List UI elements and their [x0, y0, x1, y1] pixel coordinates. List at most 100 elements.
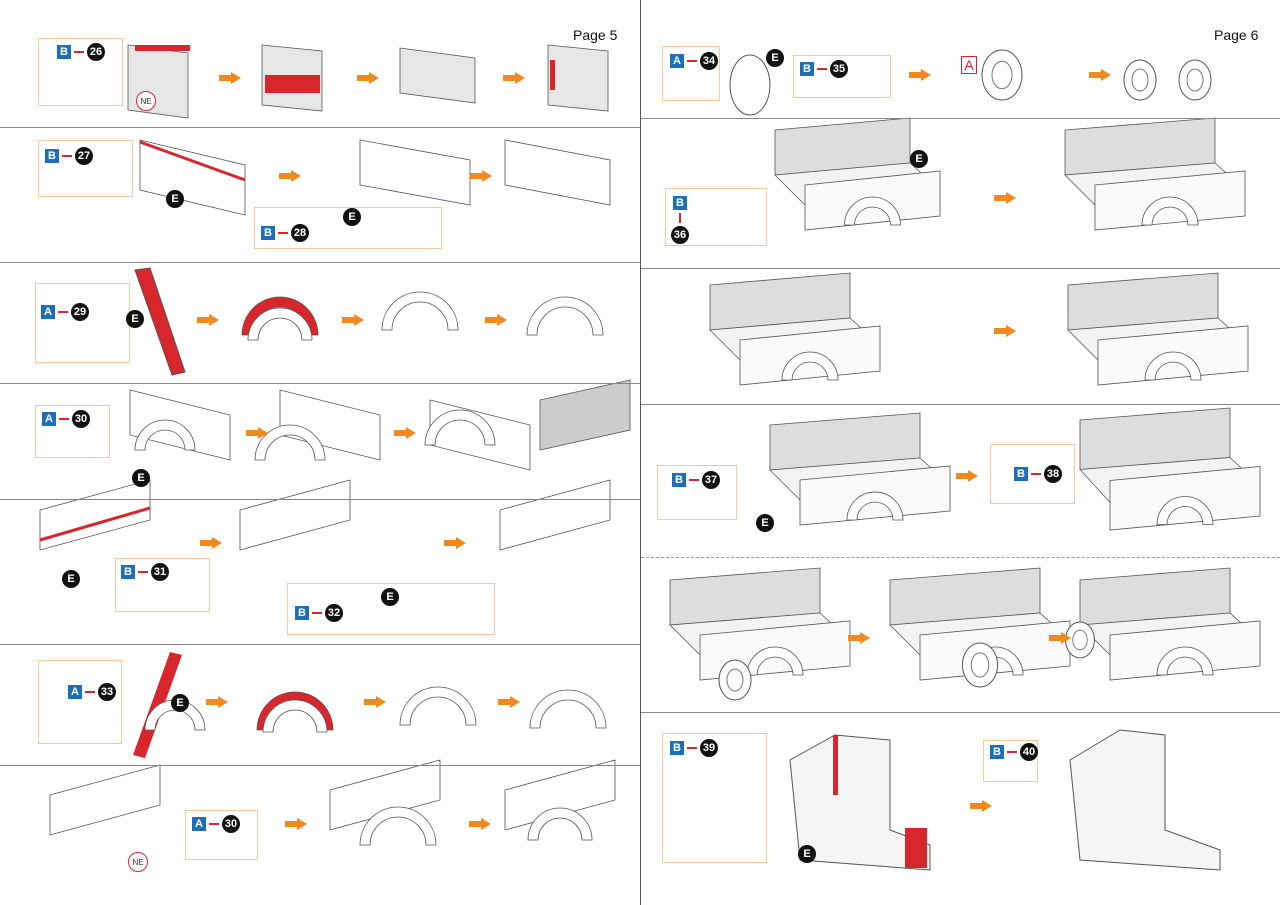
- sheet-label: B: [800, 62, 814, 76]
- wheel-part: [718, 659, 752, 701]
- step-arrow-icon: [1049, 632, 1071, 644]
- fender-part: [1144, 351, 1202, 381]
- sheet-label: A: [42, 412, 56, 426]
- step-separator: [641, 118, 1280, 119]
- step-separator: [641, 268, 1280, 269]
- step-arrow-icon: [994, 325, 1016, 337]
- hubcap: [970, 652, 990, 678]
- step-arrow-icon: [485, 314, 507, 326]
- fender-part: [526, 296, 604, 336]
- cab-part: [1069, 729, 1221, 871]
- part-e-badge: E: [756, 514, 774, 532]
- fender-part: [527, 807, 593, 841]
- fender-part: [529, 689, 607, 729]
- sheet-label: A: [68, 685, 82, 699]
- glue-strip: [135, 45, 190, 51]
- step-arrow-icon: [1089, 69, 1111, 81]
- step-arrow-icon: [364, 696, 386, 708]
- step-separator: [641, 712, 1280, 713]
- panel-part: [429, 399, 531, 471]
- panel-part: [399, 47, 476, 104]
- dash: [58, 311, 68, 313]
- part-e-badge: E: [62, 570, 80, 588]
- dash: [312, 612, 322, 614]
- panel-part: [329, 759, 441, 831]
- step-arrow-icon: [206, 696, 228, 708]
- step-arrow-icon: [394, 427, 416, 439]
- step-separator: [0, 499, 640, 500]
- fender-part: [247, 307, 313, 341]
- step-separator: [0, 262, 640, 263]
- step-number: 33: [98, 683, 116, 701]
- glue-strip: [133, 652, 182, 758]
- hubcap: [1186, 68, 1204, 92]
- step-arrow-icon: [219, 72, 241, 84]
- hubcap: [1072, 629, 1088, 651]
- step-number: 39: [700, 739, 718, 757]
- step-arrow-icon: [246, 427, 268, 439]
- step-arrow-icon: [200, 537, 222, 549]
- dash: [74, 51, 84, 53]
- step-separator: [0, 765, 640, 766]
- part-e-badge: E: [171, 694, 189, 712]
- glue-strip: [39, 506, 151, 542]
- sheet-label: B: [990, 745, 1004, 759]
- fender-part: [134, 419, 196, 451]
- fender-part: [254, 424, 326, 461]
- page-number-left: Page 5: [573, 27, 618, 43]
- fender-part: [424, 409, 496, 446]
- glue-strip: [134, 267, 186, 376]
- wheel-part: [961, 642, 999, 688]
- part-tag: B 37: [672, 471, 720, 489]
- step-number: 37: [702, 471, 720, 489]
- panel-part: [499, 479, 611, 551]
- step-number: 35: [830, 60, 848, 78]
- panel-part: [547, 44, 609, 112]
- glue-strip: [139, 140, 246, 182]
- sheet-label: B: [673, 196, 687, 210]
- dash: [1031, 473, 1041, 475]
- page-divider: [640, 0, 641, 905]
- dash: [679, 213, 681, 223]
- step-separator: [0, 383, 640, 384]
- dash: [689, 479, 699, 481]
- panel-part: [127, 44, 189, 119]
- ne-label: NE: [128, 852, 148, 872]
- glue-strip: [905, 828, 927, 868]
- part-e-badge: E: [798, 845, 816, 863]
- step-separator: [641, 404, 1280, 405]
- sheet-label: B: [672, 473, 686, 487]
- step-number: 32: [325, 604, 343, 622]
- page-number-right: Page 6: [1214, 27, 1259, 43]
- panel-part: [139, 139, 246, 216]
- step-number: 34: [700, 52, 718, 70]
- part-callout-33: [38, 660, 122, 744]
- panel-part: [504, 759, 616, 831]
- fender-part: [1156, 496, 1214, 525]
- part-e-badge: E: [166, 190, 184, 208]
- step-arrow-icon: [956, 470, 978, 482]
- step-number: 38: [1044, 465, 1062, 483]
- step-number: 29: [71, 303, 89, 321]
- fender-part: [399, 686, 477, 726]
- dash: [687, 747, 697, 749]
- dash: [85, 691, 95, 693]
- step-arrow-icon: [498, 696, 520, 708]
- dash: [817, 68, 827, 70]
- step-number: 28: [291, 224, 309, 242]
- sheet-label: B: [1014, 467, 1028, 481]
- part-callout-29: [35, 283, 130, 363]
- wheel-part: [1123, 59, 1157, 101]
- step-arrow-icon: [357, 72, 379, 84]
- fender-part: [844, 196, 901, 226]
- fender-part: [262, 699, 328, 733]
- step-separator: [0, 127, 640, 128]
- ne-label: NE: [136, 91, 156, 111]
